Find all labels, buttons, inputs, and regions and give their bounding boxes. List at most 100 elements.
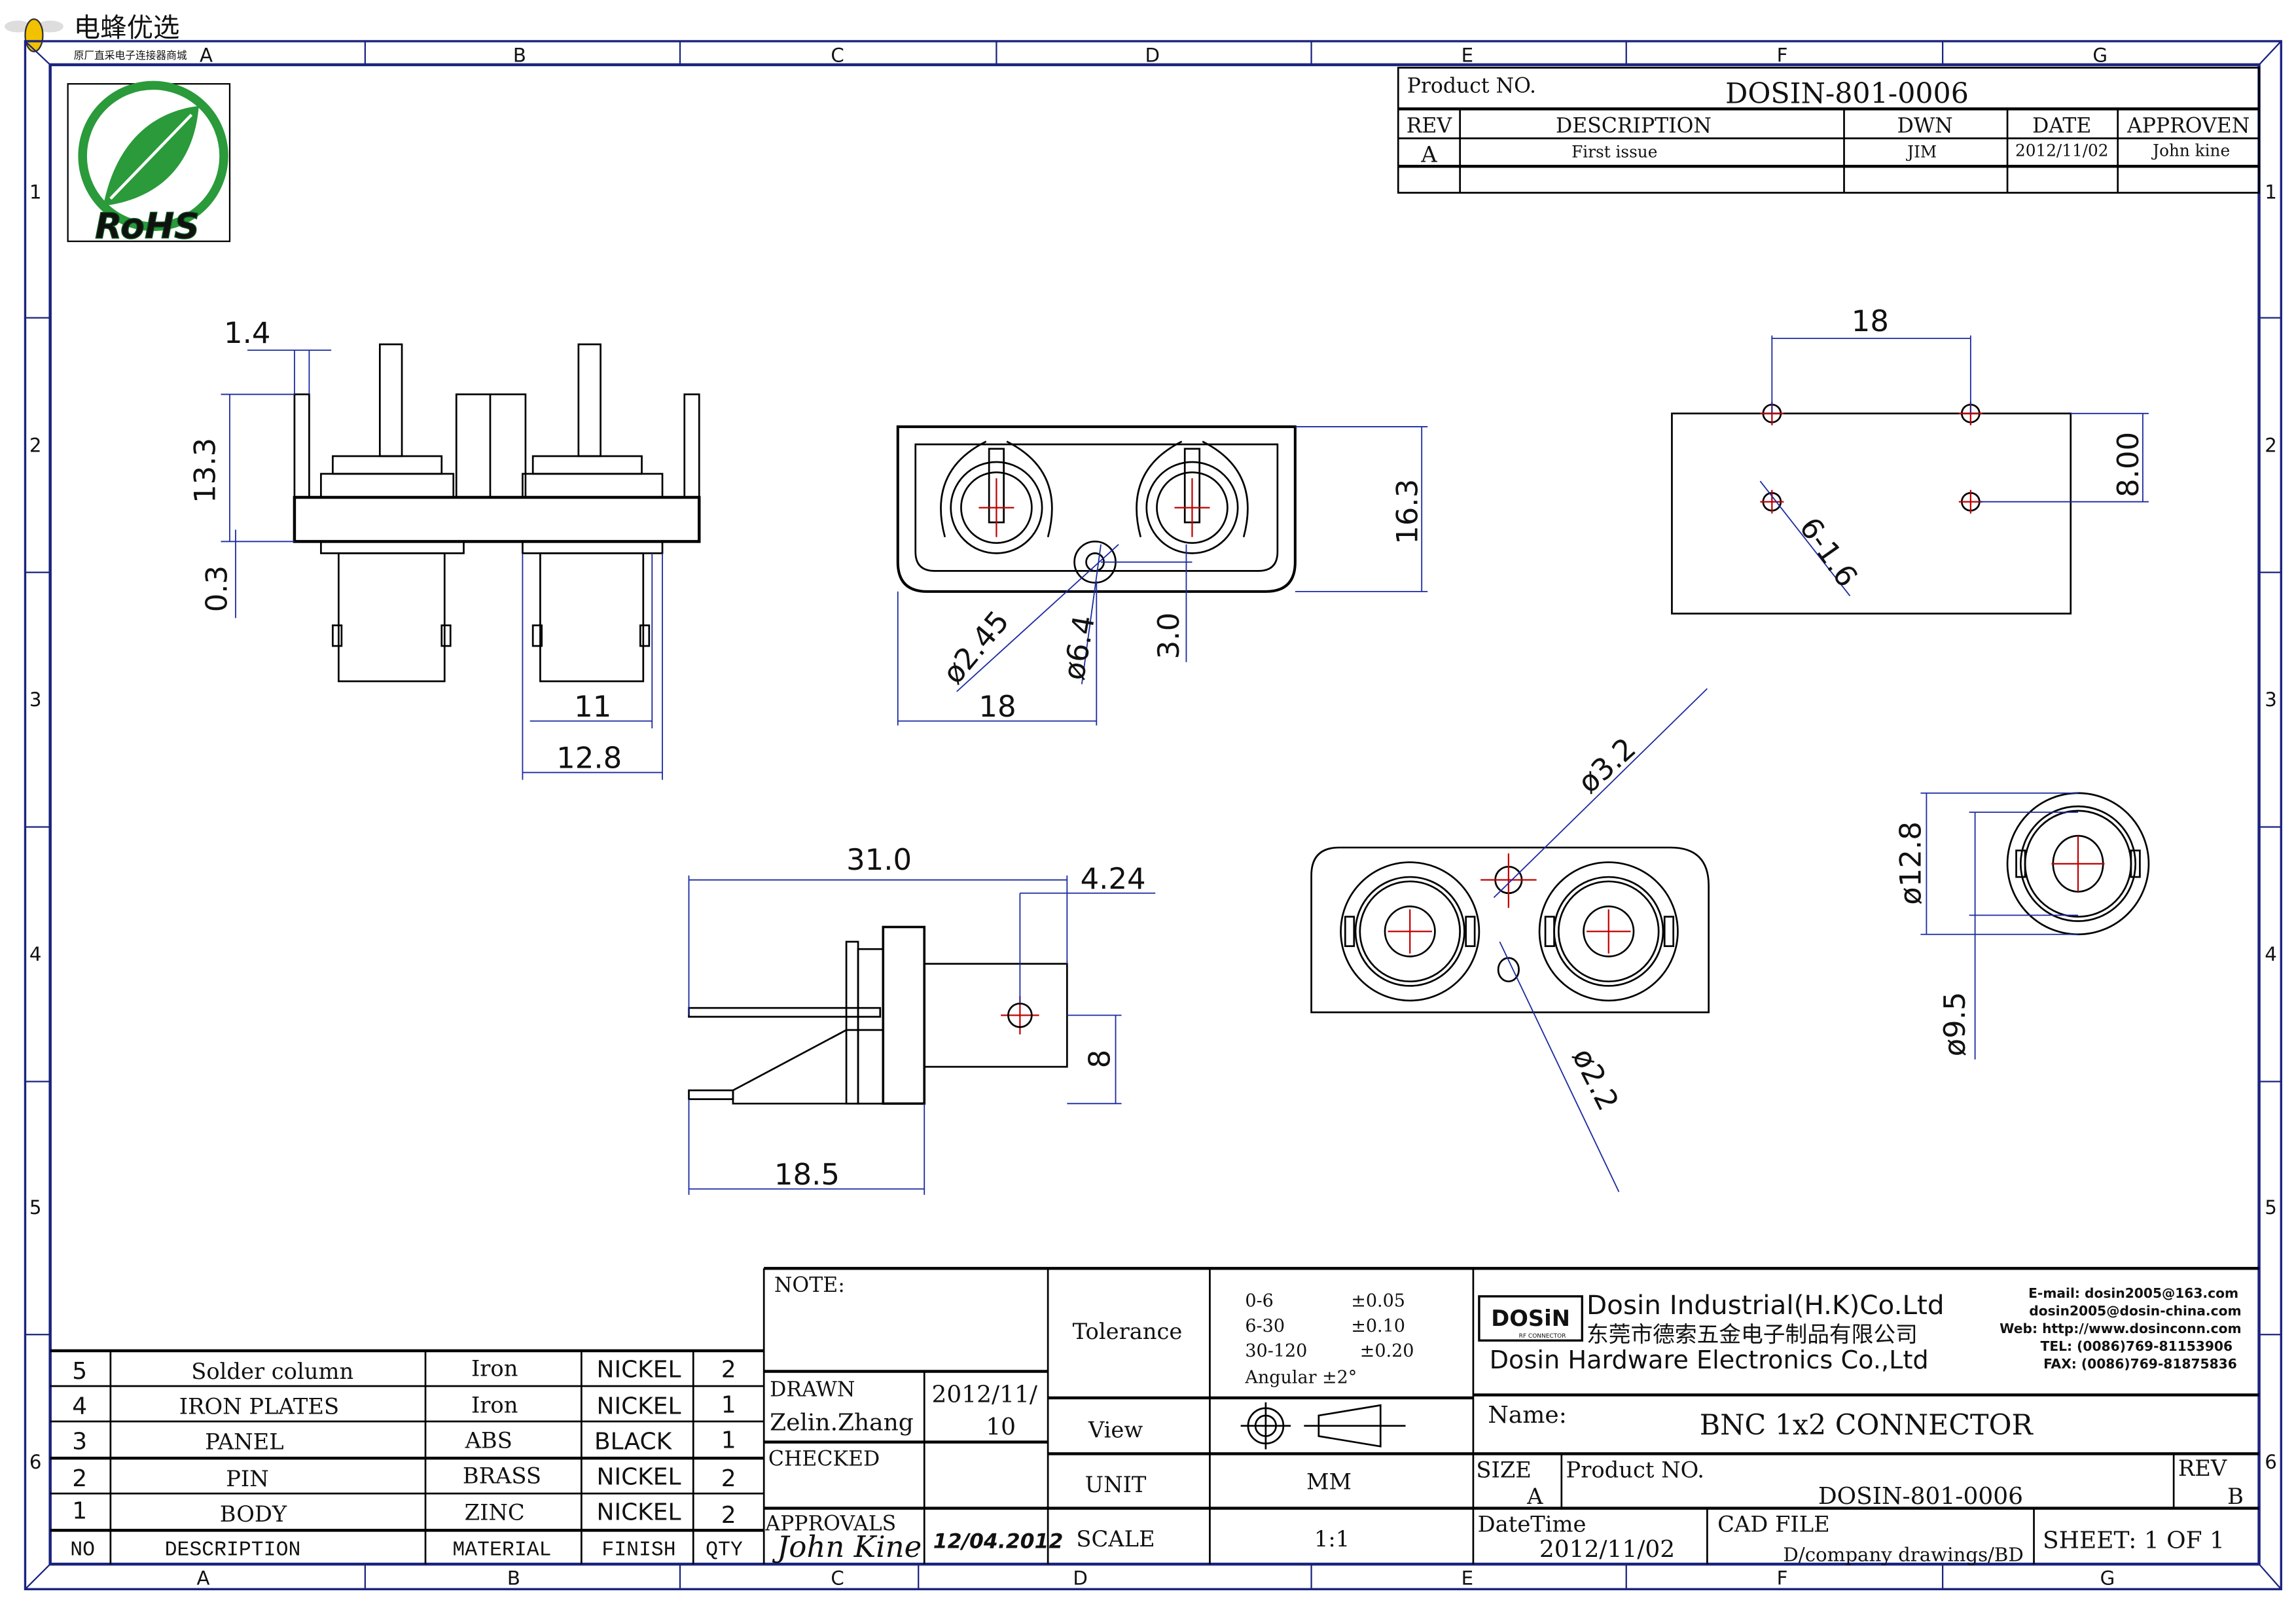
svg-text:Web: http://www.dosinconn.com: Web: http://www.dosinconn.com <box>2000 1321 2241 1336</box>
dim-label: 3.0 <box>1151 613 1186 660</box>
dim-label: ø3.2 <box>1571 731 1642 800</box>
size-value: A <box>1526 1484 1543 1509</box>
svg-text:5: 5 <box>72 1358 87 1385</box>
panel-view-drawing: ø3.2 ø2.2 <box>1310 688 1710 1192</box>
svg-text:PIN: PIN <box>226 1466 269 1491</box>
scale-value: 1:1 <box>1314 1526 1350 1552</box>
dim-label: 11 <box>574 689 611 724</box>
column-label: E <box>1462 1567 1473 1590</box>
svg-text:JIM: JIM <box>1905 143 1937 162</box>
column-label: F <box>1777 44 1788 66</box>
sheet-number: SHEET: 1 OF 1 <box>2043 1527 2225 1554</box>
svg-text:ABS: ABS <box>465 1427 512 1453</box>
svg-text:DOSiN: DOSiN <box>1491 1306 1570 1331</box>
note-label: NOTE: <box>774 1274 845 1297</box>
svg-text:First issue: First issue <box>1571 143 1657 162</box>
column-label: B <box>507 1567 520 1590</box>
svg-text:FINISH: FINISH <box>601 1539 675 1562</box>
svg-text:E-mail: dosin2005@163.com: E-mail: dosin2005@163.com <box>2028 1285 2238 1301</box>
svg-text:RF CONNECTOR: RF CONNECTOR <box>1519 1333 1566 1340</box>
svg-text:±0.10: ±0.10 <box>1351 1316 1405 1336</box>
dim-label: ø9.5 <box>1937 991 1972 1056</box>
bee-wing-icon <box>4 20 31 33</box>
datetime-label: DateTime <box>1478 1512 1587 1537</box>
svg-text:Angular ±2°: Angular ±2° <box>1244 1368 1357 1388</box>
drawn-label: DRAWN <box>770 1378 855 1402</box>
approval-signature: John Kine <box>772 1529 922 1564</box>
row-label: 6 <box>29 1451 42 1473</box>
column-label: E <box>1462 44 1473 66</box>
dim-label: 8.00 <box>2111 432 2145 497</box>
profile-view-drawing: 31.0 4.24 8 18.5 <box>688 842 1156 1195</box>
revision-block: Product NO. DOSIN-801-0006 REV DESCRIPTI… <box>1397 67 2260 194</box>
drawn-date: 2012/11/ <box>931 1382 1037 1408</box>
column-label: C <box>831 44 844 66</box>
svg-text:PANEL: PANEL <box>205 1429 283 1455</box>
bom-row: 5 Solder column Iron NICKEL 2 <box>72 1355 736 1384</box>
dim-label: ø6.4 <box>1056 613 1102 683</box>
description-header: DESCRIPTION <box>1556 114 1712 137</box>
svg-text:2: 2 <box>72 1465 87 1492</box>
svg-text:4: 4 <box>72 1393 87 1420</box>
checked-label: CHECKED <box>768 1447 880 1471</box>
cad-file-label: CAD FILE <box>1717 1512 1830 1537</box>
sheet-frame: A B C D E F G A B C D E F G 1 2 3 4 5 6 … <box>24 40 2282 1590</box>
approven-header: APPROVEN <box>2126 114 2250 137</box>
svg-text:2012/11/02: 2012/11/02 <box>2015 141 2108 160</box>
row-label: 6 <box>2265 1451 2277 1473</box>
rohs-text: RoHS <box>95 205 200 247</box>
svg-text:2: 2 <box>721 1465 736 1492</box>
column-label: B <box>513 44 526 66</box>
bom-table: 5 Solder column Iron NICKEL 2 4 IRON PLA… <box>50 1349 764 1565</box>
row-label: 2 <box>29 434 42 456</box>
rohs-logo: RoHS <box>67 80 231 247</box>
row-label: 1 <box>2265 181 2277 204</box>
dosin-logo: DOSiN RF CONNECTOR <box>1478 1295 1583 1342</box>
tolerance-table: 0-6±0.05 6-30±0.10 30-120±0.20 Angular ±… <box>1244 1291 1414 1388</box>
svg-text:1: 1 <box>721 1427 736 1454</box>
row-label: 3 <box>2265 688 2277 711</box>
projection-symbol-icon <box>1240 1402 1406 1450</box>
unit-label: UNIT <box>1085 1472 1147 1497</box>
dim-label: ø2.2 <box>1566 1043 1626 1116</box>
column-label: G <box>2092 44 2108 66</box>
svg-text:MATERIAL: MATERIAL <box>452 1539 551 1562</box>
dim-label: 18.5 <box>774 1157 840 1192</box>
product-no-label: Product NO. <box>1566 1457 1704 1482</box>
dim-label: 0.3 <box>199 565 234 613</box>
bom-row: 1 BODY ZINC NICKEL 2 <box>72 1497 736 1529</box>
svg-text:BLACK: BLACK <box>594 1429 673 1455</box>
svg-text:ZINC: ZINC <box>465 1500 525 1525</box>
dim-label: 12.8 <box>556 741 622 776</box>
svg-text:TEL: (0086)769-81153906: TEL: (0086)769-81153906 <box>2041 1338 2233 1354</box>
row-label: 3 <box>29 688 42 711</box>
side-view-drawing: 1.4 13.3 0.3 11 12.8 <box>188 315 701 780</box>
svg-text:Iron: Iron <box>471 1355 518 1381</box>
company-name-en-2: Dosin Hardware Electronics Co.,Ltd <box>1490 1346 1929 1375</box>
svg-text:6-30: 6-30 <box>1245 1316 1285 1336</box>
rev-label: REV <box>2178 1455 2227 1481</box>
column-label: A <box>197 1567 210 1590</box>
svg-text:±0.05: ±0.05 <box>1351 1291 1405 1311</box>
svg-text:±0.20: ±0.20 <box>1360 1341 1414 1361</box>
bom-row: 4 IRON PLATES Iron NICKEL 1 <box>72 1391 736 1419</box>
row-label: 5 <box>2265 1196 2277 1219</box>
cad-file-path: D/company drawings/BD <box>1783 1544 2023 1566</box>
dim-label: 6-1.6 <box>1793 511 1865 594</box>
dim-label: 13.3 <box>188 438 223 503</box>
tolerance-label: Tolerance <box>1073 1319 1183 1344</box>
part-name: BNC 1x2 CONNECTOR <box>1700 1409 2034 1442</box>
column-label: C <box>831 1567 844 1590</box>
dim-label: ø12.8 <box>1893 821 1928 905</box>
dim-label: 4.24 <box>1081 861 1146 896</box>
watermark-tagline: 原厂直采电子连接器商城 <box>74 49 187 62</box>
drawn-by: Zelin.Zhang <box>770 1409 914 1436</box>
scale-label: SCALE <box>1076 1526 1155 1552</box>
svg-text:Iron: Iron <box>471 1392 518 1418</box>
column-label: A <box>200 44 213 66</box>
row-label: 4 <box>2265 943 2277 965</box>
dim-label: 16.3 <box>1390 479 1424 544</box>
view-label: View <box>1088 1418 1143 1443</box>
end-view-drawing: ø12.8 ø9.5 <box>1893 792 2150 1060</box>
